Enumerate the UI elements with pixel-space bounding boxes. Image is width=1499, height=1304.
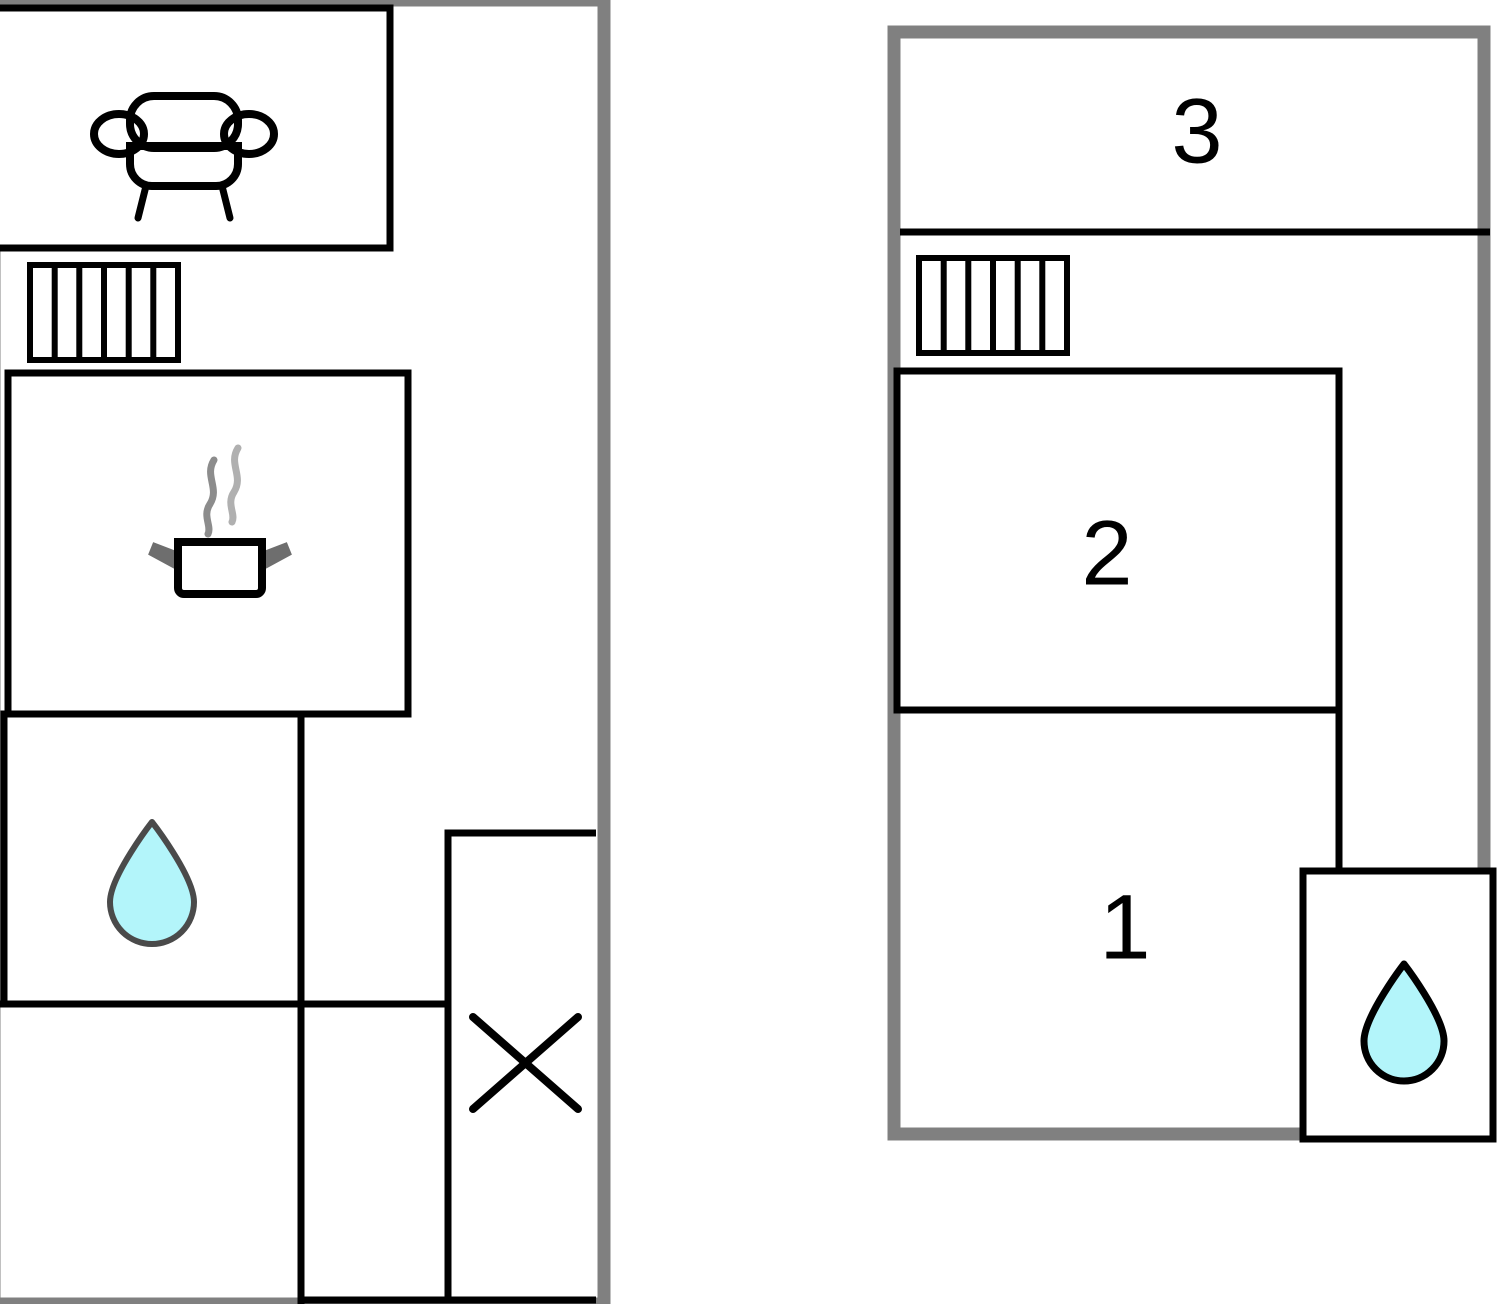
sofa-icon xyxy=(90,92,278,222)
stairs-icon xyxy=(916,255,1070,356)
left-living-room xyxy=(0,4,394,252)
cross-mark-icon xyxy=(469,1013,582,1113)
water-drop-icon xyxy=(107,819,197,947)
room-label-1: 1 xyxy=(1099,876,1150,978)
room-label-2: 2 xyxy=(1081,502,1132,604)
water-drop-icon xyxy=(1360,960,1448,1085)
left-outer-wall xyxy=(0,0,611,1304)
left-lower-middle-room xyxy=(297,1000,452,1304)
right-room-1 xyxy=(897,706,1343,872)
stairs-icon xyxy=(27,262,181,363)
right-floor-plan: 3 2 1 xyxy=(887,25,1497,1143)
left-utility-room xyxy=(444,829,596,1304)
left-lower-left-room xyxy=(0,1000,305,1304)
room-label-3: 3 xyxy=(1171,80,1222,182)
right-room-2 xyxy=(893,367,1343,714)
left-floor-plan xyxy=(0,0,611,1304)
cooking-pot-icon xyxy=(148,444,292,598)
